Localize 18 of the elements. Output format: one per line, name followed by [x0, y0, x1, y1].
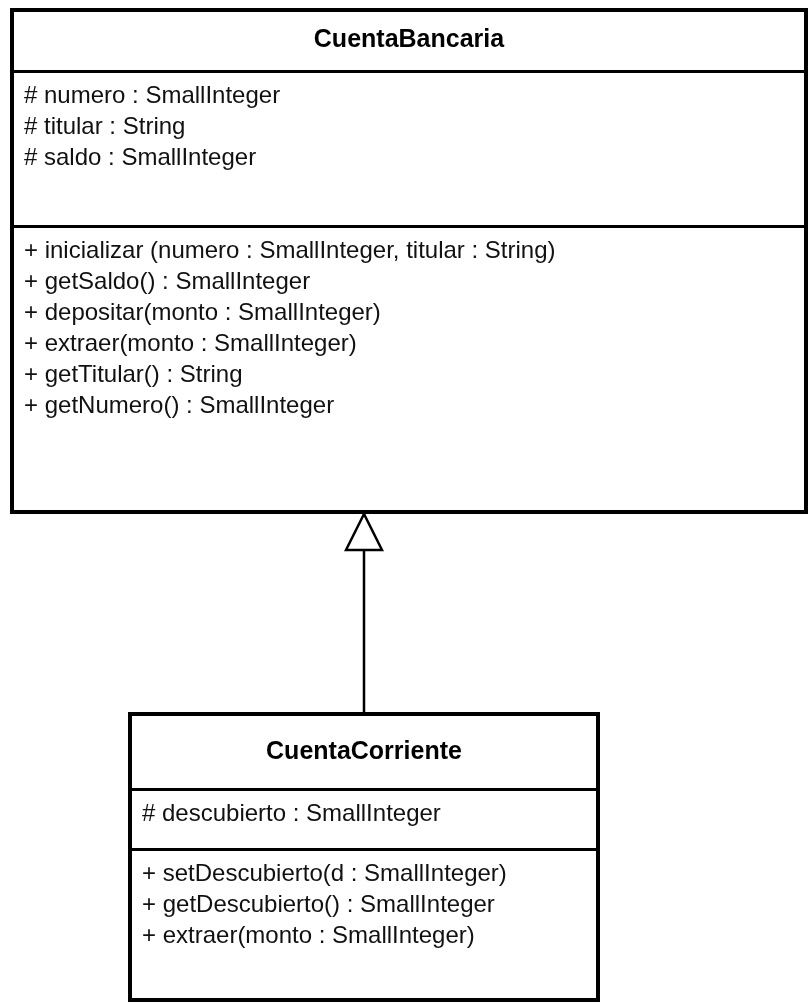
class-name: CuentaCorriente — [265, 736, 463, 765]
class-member: # numero : SmallInteger — [24, 80, 282, 110]
class-member: + depositar(monto : SmallInteger) — [24, 297, 382, 327]
class-box — [10, 8, 808, 514]
class-member: + getSaldo() : SmallInteger — [24, 266, 312, 296]
class-member: + extraer(monto : SmallInteger) — [142, 920, 476, 950]
class-member: + inicializar (numero : SmallInteger, titular : String) — [24, 235, 557, 265]
class-name: CuentaBancaria — [312, 24, 506, 53]
class-member: + getDescubierto() : SmallInteger — [142, 889, 496, 919]
class-member: + getTitular() : String — [24, 359, 244, 389]
class-member: + extraer(monto : SmallInteger) — [24, 328, 358, 358]
class-member: # saldo : SmallInteger — [24, 142, 258, 172]
class-member: # descubierto : SmallInteger — [142, 798, 442, 828]
generalization-arrow — [344, 512, 384, 712]
class-member: + setDescubierto(d : SmallInteger) — [142, 858, 508, 888]
class-box — [128, 712, 600, 1002]
class-member: # titular : String — [24, 111, 187, 141]
class-member: + getNumero() : SmallInteger — [24, 390, 336, 420]
